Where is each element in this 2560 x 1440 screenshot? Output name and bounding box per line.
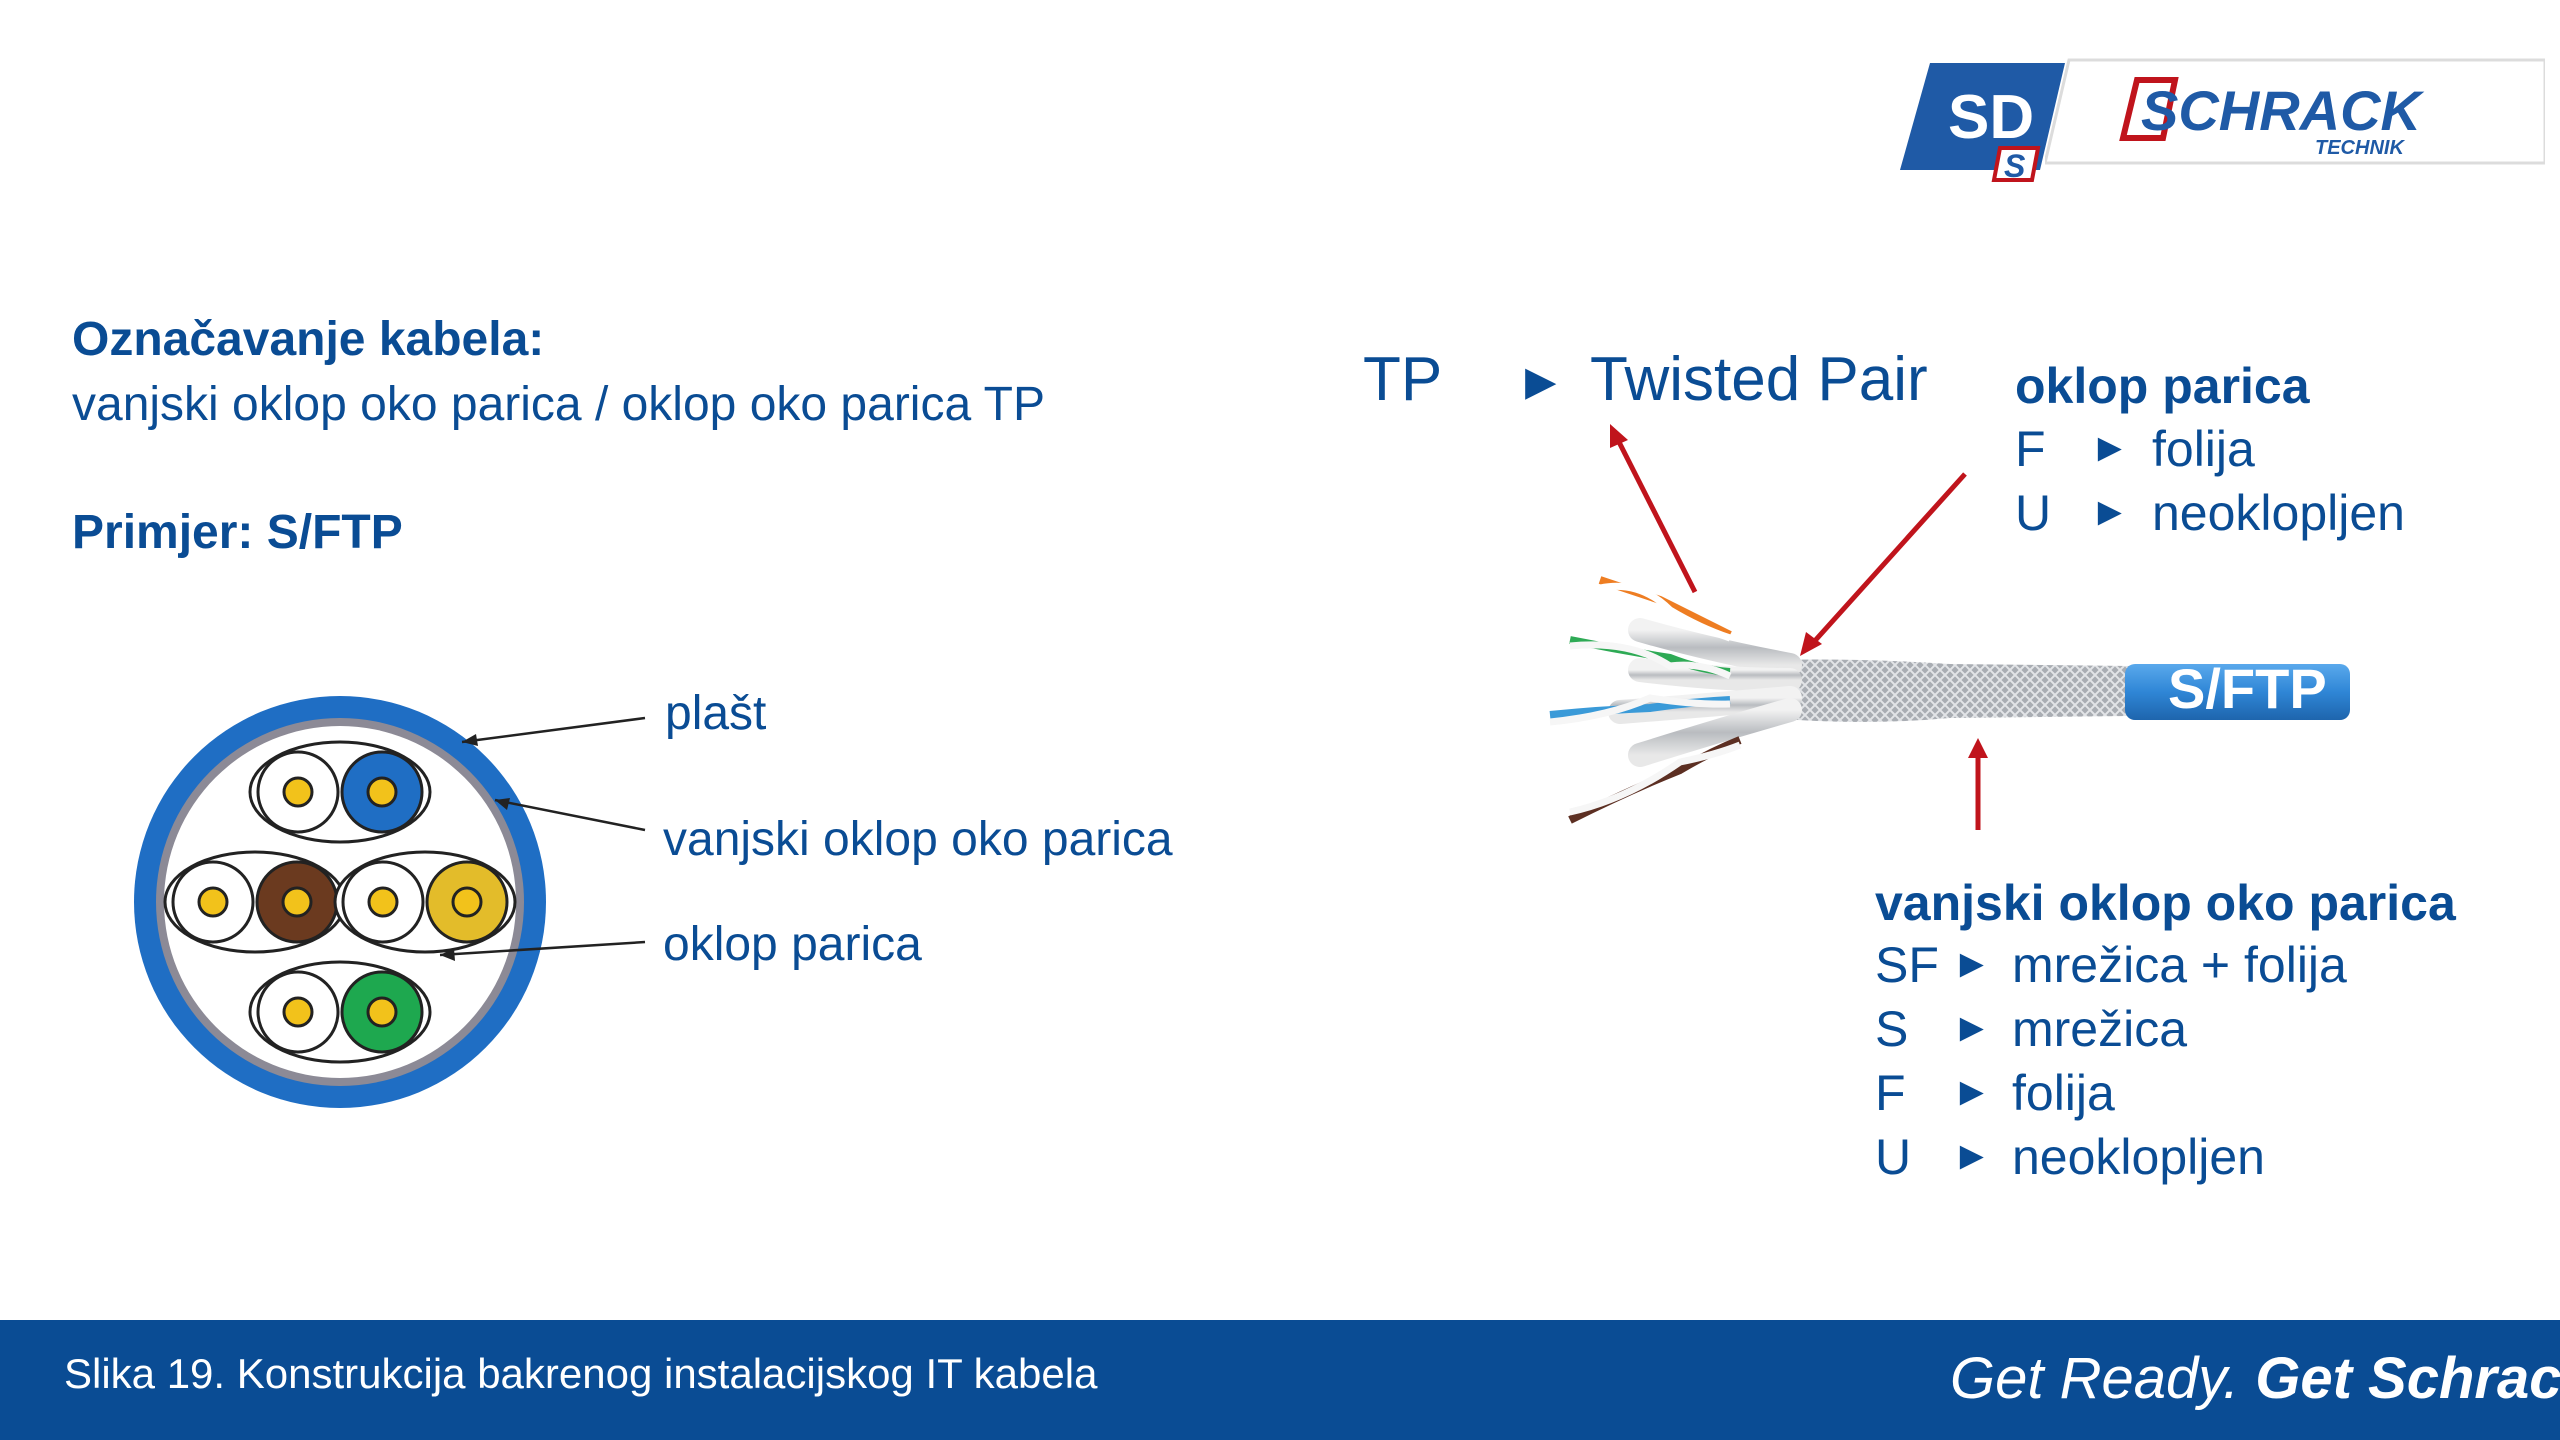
schrack-logo: SCHRACK TECHNIK <box>2045 58 2545 165</box>
legend-code: F <box>2015 421 2046 477</box>
cable-tag: S/FTP <box>2168 657 2327 720</box>
legend-meaning: folija <box>2152 421 2255 477</box>
figure-caption: Slika 19. Konstrukcija bakrenog instalac… <box>64 1350 1098 1397</box>
legend-meaning: mrežica + folija <box>2012 937 2347 993</box>
cable-illustration: S/FTP <box>1549 576 2350 824</box>
braid-shield <box>1770 659 2130 722</box>
pair-shield-legend-row: U ► neoklopljen <box>2015 484 2515 544</box>
legend-arrow: ► <box>2090 490 2130 534</box>
outer-shield-legend-title: vanjski oklop oko parica <box>1875 875 2456 931</box>
legend-meaning: folija <box>2012 1065 2115 1121</box>
legend-arrow: ► <box>1952 942 1992 986</box>
footer-bar <box>0 1320 2560 1440</box>
legend-meaning: mrežica <box>2012 1001 2188 1057</box>
tp-meaning: Twisted Pair <box>1590 345 1928 414</box>
label-outer-shield: vanjski oklop oko parica <box>663 813 1173 866</box>
legend-code: U <box>1875 1129 1912 1185</box>
outer-shield-legend-row: S ► mrežica <box>1875 1000 2495 1060</box>
legend-arrow: ► <box>1952 1006 1992 1050</box>
label-sheath: plašt <box>665 687 767 740</box>
legend-code: S <box>1875 1001 1909 1057</box>
schrack-logo-sub: TECHNIK <box>2315 137 2405 159</box>
label-pair-shield: oklop parica <box>663 918 922 971</box>
outer-shield-legend-row: U ► neoklopljen <box>1875 1128 2495 1188</box>
cable-marking-example: Primjer: S/FTP <box>72 506 403 559</box>
outer-shield-legend-row: F ► folija <box>1875 1064 2495 1124</box>
cable-marking-format: vanjski oklop oko parica / oklop oko par… <box>72 378 1045 431</box>
outer-shield-legend-row: SF ► mrežica + folija <box>1875 936 2495 996</box>
cable-jacket <box>2125 664 2350 720</box>
legend-arrow: ► <box>2090 426 2130 470</box>
schrack-logo-text: SCHRACK <box>2141 79 2425 142</box>
legend-arrow: ► <box>1952 1070 1992 1114</box>
arrow-to-foil <box>1810 472 1967 646</box>
legend-arrow: ► <box>1952 1134 1992 1178</box>
legend-code: F <box>1875 1065 1906 1121</box>
slogan-part2: Get Schrack. <box>2255 1346 2560 1411</box>
legend-code: SF <box>1875 937 1939 993</box>
tp-arrow: ► <box>1515 353 1567 411</box>
cable-marking-heading: Označavanje kabela: <box>72 313 545 366</box>
legend-code: U <box>2015 485 2052 541</box>
tp-abbr: TP <box>1363 345 1443 414</box>
legend-meaning: neoklopljen <box>2152 485 2405 541</box>
slogan-part1: Get Ready. <box>1950 1346 2240 1411</box>
pair-shield-legend-title: oklop parica <box>2015 358 2310 414</box>
pair-shield-legend-row: F ► folija <box>2015 420 2515 480</box>
sds-logo-text: SD <box>1948 83 2034 152</box>
cable-cross-section <box>134 696 546 1108</box>
sds-logo: SD S <box>1900 63 2065 183</box>
sds-logo-sub: S <box>2004 148 2026 183</box>
brand-slogan: Get Ready. Get Schrack. <box>1950 1345 2560 1412</box>
arrow-to-tp <box>1615 438 1698 594</box>
legend-meaning: neoklopljen <box>2012 1129 2265 1185</box>
